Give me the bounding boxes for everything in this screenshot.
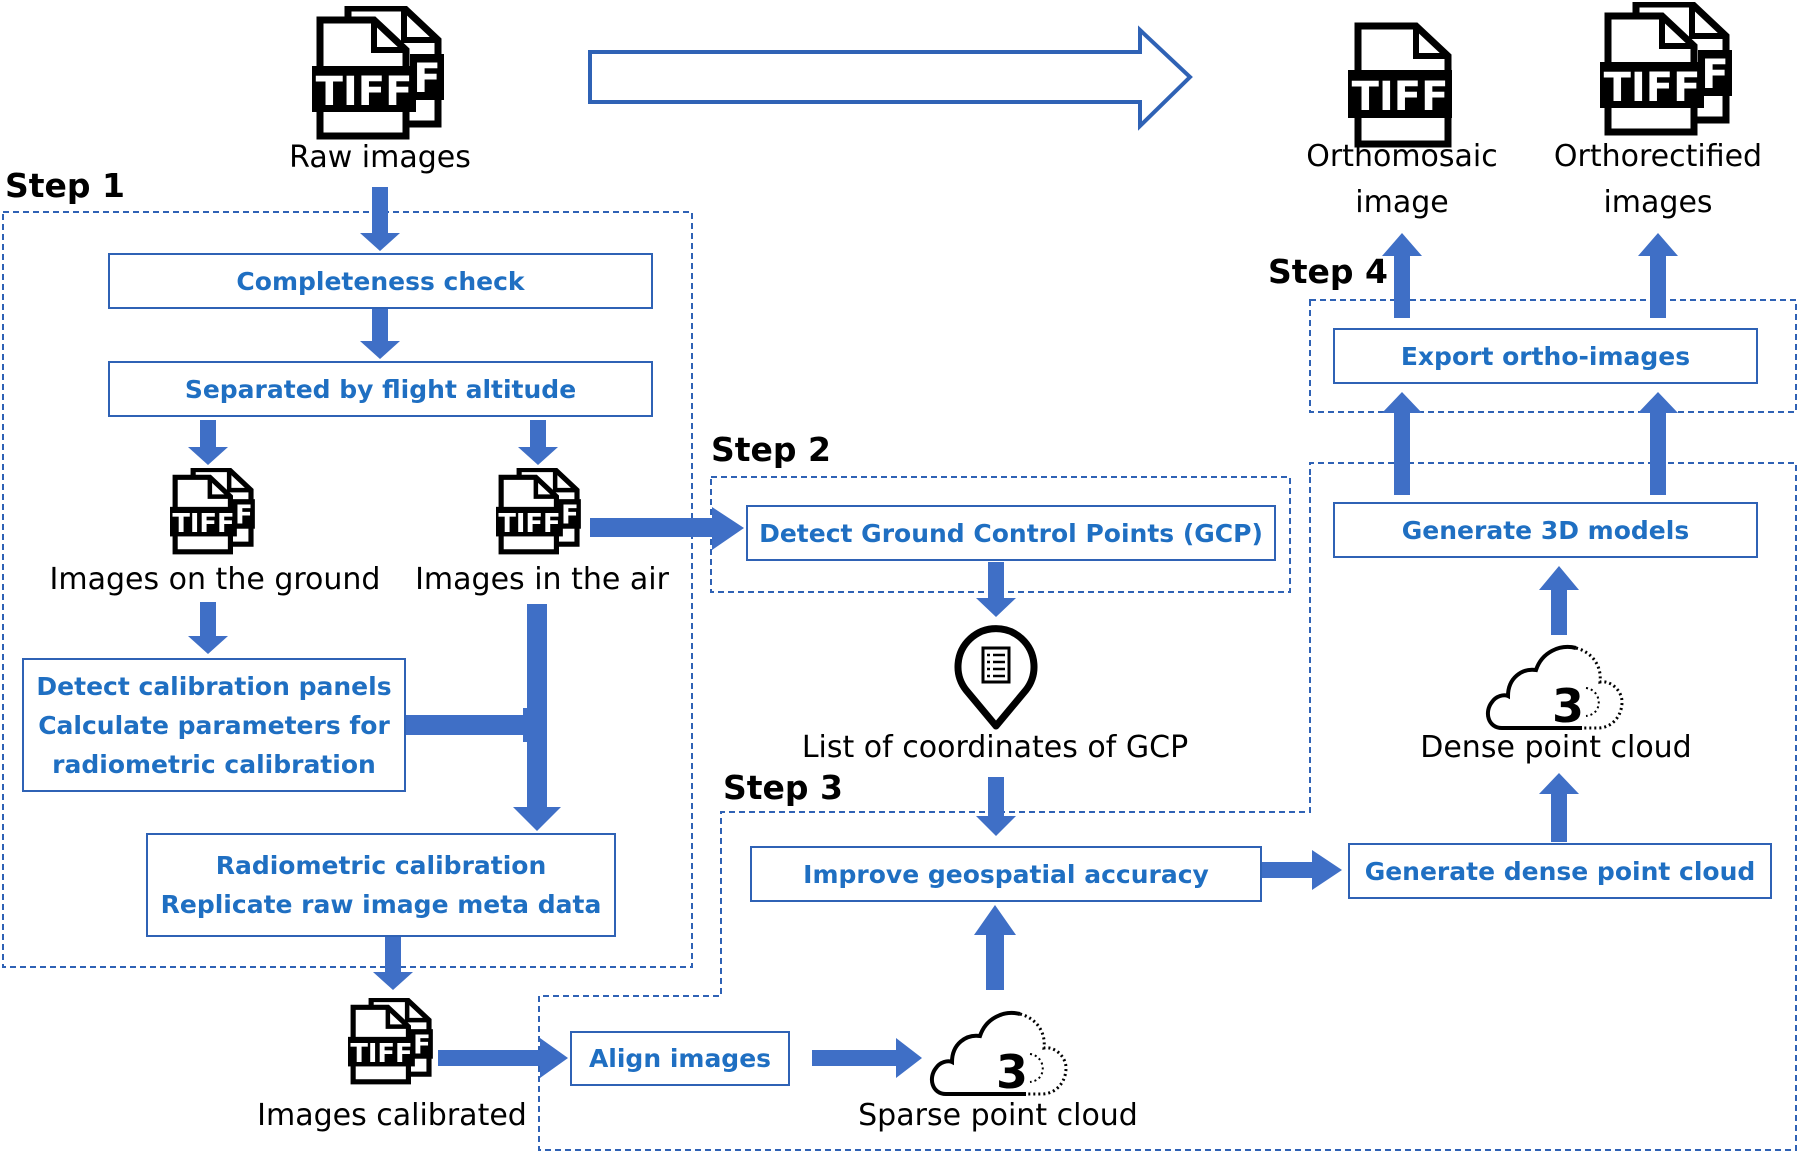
tiff-file-icon: F TIFF xyxy=(170,468,255,555)
align-images-text: Align images xyxy=(588,1044,772,1073)
svg-text:3: 3 xyxy=(996,1045,1028,1098)
3d-cloud-icon: 3 xyxy=(929,1011,1068,1098)
step3-heading: Step 3 xyxy=(723,768,843,807)
arrow-separated-to-ground xyxy=(188,420,228,465)
arrow-air-to-gcp xyxy=(590,507,744,550)
detect-gcp-text: Detect Ground Control Points (GCP) xyxy=(759,518,1263,548)
generate-dense-text: Generate dense point cloud xyxy=(1364,856,1756,886)
svg-text:TIFF: TIFF xyxy=(316,69,413,115)
connector-calibration-to-air xyxy=(405,715,527,735)
dense-cloud-label: Dense point cloud xyxy=(1420,730,1692,765)
separated-altitude-text: Separated by flight altitude xyxy=(184,374,577,404)
radiometric-calibration-line2: Replicate raw image meta data xyxy=(160,890,602,919)
detect-calibration-line1: Detect calibration panels xyxy=(36,671,392,701)
arrow-sparse-to-improve xyxy=(974,905,1016,990)
step1-heading: Step 1 xyxy=(5,166,125,205)
connector-calibration-tick xyxy=(523,708,527,742)
arrow-models-to-export-right xyxy=(1638,392,1678,495)
radiometric-calibration-box: Radiometric calibration Replicate raw im… xyxy=(146,833,616,937)
improve-accuracy-text: Improve geospatial accuracy xyxy=(803,859,1209,889)
arrow-export-to-orthorectified xyxy=(1638,233,1678,318)
orthorectified-label-line1: Orthorectified xyxy=(1553,139,1763,174)
export-ortho-text: Export ortho-images xyxy=(1400,341,1691,371)
svg-text:3: 3 xyxy=(1552,679,1584,732)
completeness-check-text: Completeness check xyxy=(236,266,525,296)
orthomosaic-label-line1: Orthomosaic xyxy=(1306,139,1498,174)
arrow-models-to-export-left xyxy=(1382,392,1422,495)
step4-heading: Step 4 xyxy=(1268,252,1388,291)
sparse-cloud-label: Sparse point cloud xyxy=(858,1098,1138,1133)
3d-cloud-icon: 3 xyxy=(1485,645,1624,732)
detect-calibration-box: Detect calibration panels Calculate para… xyxy=(22,658,406,792)
arrow-separated-to-air xyxy=(518,420,558,465)
svg-text:F: F xyxy=(235,501,253,531)
step3-region xyxy=(538,462,1797,1151)
svg-text:TIFF: TIFF xyxy=(1604,65,1701,111)
orthomosaic-label-line2: image xyxy=(1355,185,1449,220)
big-outline-arrow xyxy=(588,25,1193,131)
orthorectified-label: Orthorectified images xyxy=(1518,134,1798,226)
orthorectified-label-line2: images xyxy=(1603,185,1713,220)
step2-heading: Step 2 xyxy=(711,430,831,469)
tiff-file-icon: F TIFF xyxy=(348,998,433,1085)
tiff-file-icon: F TIFF xyxy=(496,468,581,555)
radiometric-calibration-line1: Radiometric calibration xyxy=(215,851,547,880)
export-ortho-box: Export ortho-images xyxy=(1333,328,1758,384)
location-pin-icon xyxy=(954,625,1038,730)
images-calibrated-label: Images calibrated xyxy=(257,1098,527,1133)
images-ground-label: Images on the ground xyxy=(49,562,381,597)
arrow-improve-to-dense xyxy=(1262,850,1342,890)
gcp-list-label: List of coordinates of GCP xyxy=(801,730,1189,765)
generate-dense-box: Generate dense point cloud xyxy=(1348,843,1772,899)
step1-region xyxy=(2,211,693,968)
svg-text:TIFF: TIFF xyxy=(172,509,234,539)
tiff-file-icon: TIFF xyxy=(1348,22,1452,148)
arrow-completeness-to-separated xyxy=(360,308,400,359)
arrow-dense-to-cloud xyxy=(1539,773,1579,842)
completeness-check-box: Completeness check xyxy=(108,253,653,309)
raw-images-label: Raw images xyxy=(289,140,471,175)
arrow-radiometric-to-calibrated xyxy=(373,937,413,990)
svg-text:F: F xyxy=(413,56,440,102)
separated-altitude-box: Separated by flight altitude xyxy=(108,361,653,417)
svg-text:TIFF: TIFF xyxy=(498,509,560,539)
arrow-raw-to-completeness xyxy=(360,187,400,251)
images-air-label: Images in the air xyxy=(415,562,669,597)
arrow-gcp-to-pin xyxy=(976,562,1016,617)
arrow-calibrated-to-align xyxy=(438,1038,568,1078)
svg-text:TIFF: TIFF xyxy=(350,1039,412,1069)
generate-3d-models-text: Generate 3D models xyxy=(1401,515,1690,545)
arrow-ground-to-calibration xyxy=(188,602,228,654)
svg-text:TIFF: TIFF xyxy=(1352,74,1449,120)
tiff-file-icon: F TIFF xyxy=(312,6,444,140)
arrow-list-to-improve xyxy=(976,777,1016,836)
detect-calibration-line2: Calculate parameters for xyxy=(38,710,390,740)
detect-calibration-line3: radiometric calibration xyxy=(52,749,376,779)
tiff-file-icon: F TIFF xyxy=(1600,2,1732,136)
svg-text:F: F xyxy=(413,1031,431,1061)
align-images-box: Align images xyxy=(570,1031,790,1086)
improve-accuracy-box: Improve geospatial accuracy xyxy=(750,846,1262,902)
arrow-cloud-to-models xyxy=(1539,566,1579,635)
arrow-export-to-orthomosaic xyxy=(1382,233,1422,318)
generate-3d-models-box: Generate 3D models xyxy=(1333,502,1758,558)
step4-region xyxy=(1309,299,1797,413)
arrow-air-to-radiometric xyxy=(513,604,561,831)
svg-text:F: F xyxy=(561,501,579,531)
detect-gcp-box: Detect Ground Control Points (GCP) xyxy=(746,505,1276,561)
svg-text:F: F xyxy=(1701,52,1728,98)
orthomosaic-label: Orthomosaic image xyxy=(1262,134,1542,226)
arrow-align-to-sparse xyxy=(812,1038,922,1078)
step2-region xyxy=(710,476,1291,593)
